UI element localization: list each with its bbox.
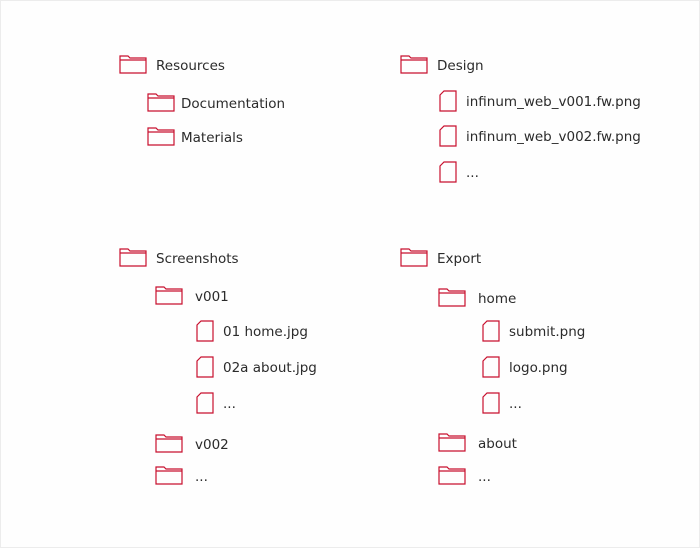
folder-icon [400,248,428,267]
folder-more[interactable]: ... [438,465,538,489]
file-icon [482,356,500,378]
file-icon [196,356,214,378]
folder-label: about [478,436,517,452]
file-more[interactable]: ... [482,392,542,416]
file-label: logo.png [509,360,568,376]
folder-label: ... [478,469,491,485]
folder-screenshots[interactable]: Screenshots [119,247,279,271]
folder-icon [438,433,466,452]
folder-label: ... [195,469,208,485]
folder-icon [155,466,183,485]
file-label: ... [466,165,479,181]
folder-design[interactable]: Design [400,54,560,78]
folder-label: home [478,291,517,307]
folder-label: v002 [195,437,229,453]
file-02a-about[interactable]: 02a about.jpg [196,356,336,380]
file-more[interactable]: ... [439,161,499,185]
file-icon [439,125,457,147]
folder-icon [119,248,147,267]
folder-icon [147,127,175,146]
folder-v001[interactable]: v001 [155,285,255,309]
folder-icon [147,93,175,112]
folder-icon [119,55,147,74]
folder-more[interactable]: ... [155,465,255,489]
folder-label: Documentation [181,96,286,112]
folder-label: Materials [181,130,243,146]
file-icon [482,392,500,414]
file-01-home[interactable]: 01 home.jpg [196,320,336,344]
file-logo[interactable]: logo.png [482,356,622,380]
folder-label: v001 [195,289,229,305]
file-submit[interactable]: submit.png [482,320,622,344]
folder-resources[interactable]: Resources [119,54,279,78]
folder-materials[interactable]: Materials [147,126,307,150]
folder-v002[interactable]: v002 [155,433,255,457]
file-icon [482,320,500,342]
folder-about[interactable]: about [438,432,538,456]
file-label: 01 home.jpg [223,324,308,340]
file-label: infinum_web_v001.fw.png [466,94,641,110]
folder-label: Screenshots [156,251,239,267]
folder-icon [155,434,183,453]
file-label: ... [509,396,522,412]
file-icon [196,320,214,342]
file-label: infinum_web_v002.fw.png [466,129,641,145]
folder-icon [155,286,183,305]
folder-export[interactable]: Export [400,247,560,271]
file-label: 02a about.jpg [223,360,317,376]
folder-documentation[interactable]: Documentation [147,92,307,116]
folder-icon [400,55,428,74]
folder-label: Design [437,58,484,74]
file-icon [439,90,457,112]
file-icon [439,161,457,183]
folder-icon [438,466,466,485]
file-icon [196,392,214,414]
folder-label: Export [437,251,482,267]
folder-label: Resources [156,58,225,74]
file-infinum-web-v002[interactable]: infinum_web_v002.fw.png [439,125,659,149]
folder-icon [438,288,466,307]
file-label: submit.png [509,324,586,340]
file-infinum-web-v001[interactable]: infinum_web_v001.fw.png [439,90,659,114]
file-label: ... [223,396,236,412]
file-more[interactable]: ... [196,392,256,416]
folder-home[interactable]: home [438,287,538,311]
